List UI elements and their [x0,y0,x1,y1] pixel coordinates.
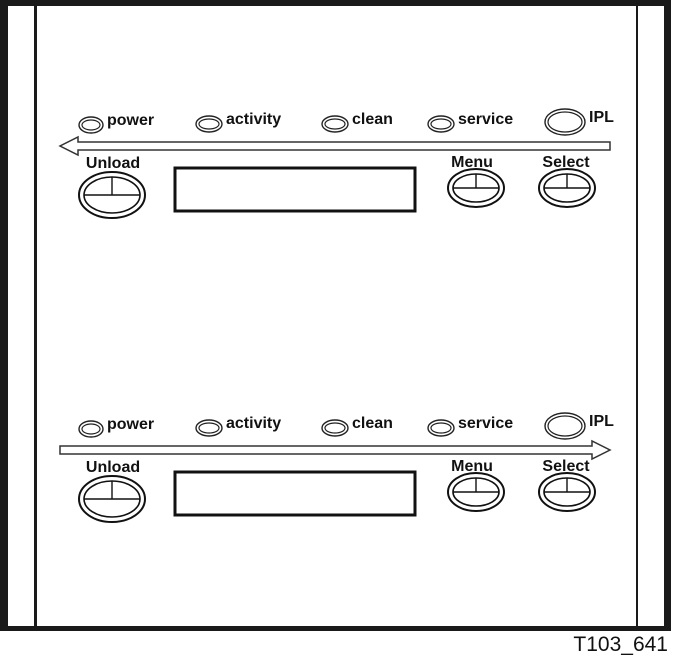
indicator-power: power [78,112,154,134]
menu-button[interactable]: Menu [447,458,505,512]
indicator-service: service [427,111,513,133]
led-inner-icon [198,118,220,130]
crosshair-icon [453,478,499,493]
select-button[interactable]: Select [538,154,596,208]
indicator-label: activity [226,111,281,128]
crosshair-icon [544,478,590,493]
indicator-label: service [458,415,513,432]
select-button[interactable]: Select [538,458,596,512]
crosshair-icon [84,481,140,500]
indicator-power: power [78,416,154,438]
frame-bottom [0,626,671,631]
frame-right [664,0,671,631]
indicator-label: IPL [589,109,614,126]
indicator-label: activity [226,415,281,432]
select-label: Select [542,154,590,171]
indicator-activity: activity [195,415,281,437]
lcd-display [173,166,417,213]
indicator-label: clean [352,111,393,128]
indicator-clean: clean [321,415,393,437]
figure-id: T103_641 [573,633,668,656]
frame-inner-left [34,0,37,631]
arrow-right-icon [59,439,612,461]
led-inner-icon [547,415,583,437]
unload-label: Unload [86,459,140,476]
indicator-clean: clean [321,111,393,133]
frame-left [0,0,8,631]
lcd-display [173,470,417,517]
menu-label: Menu [451,154,493,171]
unload-label: Unload [86,155,140,172]
lower-panel: power activity clean service IPL Unload Menu Se… [59,412,614,523]
frame-top [0,0,671,6]
led-inner-icon [547,111,583,133]
indicator-service: service [427,415,513,437]
crosshair-icon [453,174,499,189]
indicator-label: power [107,416,154,433]
crosshair-icon [544,174,590,189]
upper-panel: power activity clean service IPL Unload Menu Se… [58,108,614,219]
menu-button[interactable]: Menu [447,154,505,208]
indicator-activity: activity [195,111,281,133]
led-inner-icon [324,422,346,434]
led-inner-icon [198,422,220,434]
indicator-label: clean [352,415,393,432]
arrow-left-icon [58,135,611,157]
indicator-ipl: IPL [544,108,614,136]
led-inner-icon [324,118,346,130]
unload-button[interactable]: Unload [78,155,146,219]
unload-button[interactable]: Unload [78,459,146,523]
enclosure-frame [0,0,671,631]
select-label: Select [542,458,590,475]
indicator-ipl: IPL [544,412,614,440]
crosshair-icon [84,177,140,196]
led-inner-icon [430,118,452,130]
led-inner-icon [81,119,101,131]
menu-label: Menu [451,458,493,475]
indicator-label: IPL [589,413,614,430]
frame-inner-right [636,0,638,631]
led-inner-icon [430,422,452,434]
indicator-label: power [107,112,154,129]
indicator-label: service [458,111,513,128]
led-inner-icon [81,423,101,435]
